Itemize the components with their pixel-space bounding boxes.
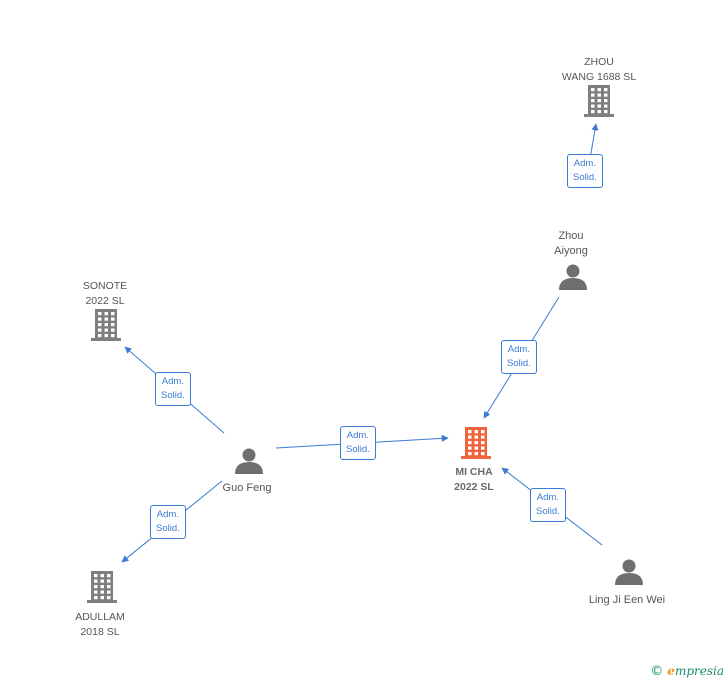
relation-line1: Adm. xyxy=(156,509,179,520)
relation-line2: Solid. xyxy=(573,172,597,183)
node-label-line1: ZHOU xyxy=(584,56,614,68)
relation-badge[interactable]: Adm. Solid. xyxy=(155,372,191,406)
relation-line2: Solid. xyxy=(346,444,370,455)
node-label-line2: WANG 1688 SL xyxy=(561,71,637,83)
relation-badge[interactable]: Adm. Solid. xyxy=(567,154,603,188)
person-icon-ling-ji[interactable] xyxy=(615,559,643,586)
building-icon-sonote[interactable] xyxy=(91,309,121,341)
person-icon-zhou-aiyong[interactable] xyxy=(559,264,587,291)
node-label-line2: 2022 SL xyxy=(454,481,494,493)
relation-line1: Adm. xyxy=(346,430,369,441)
relation-line1: Adm. xyxy=(161,376,184,387)
relation-line2: Solid. xyxy=(507,358,531,369)
relation-badge[interactable]: Adm. Solid. xyxy=(530,488,566,522)
node-label-ling-ji[interactable]: Ling Ji Een Wei xyxy=(567,593,687,608)
empresia-credit: ©empresia xyxy=(650,664,724,679)
building-icon-zhou-wang[interactable] xyxy=(584,85,614,117)
node-label-line1: Ling Ji Een Wei xyxy=(588,594,666,606)
node-label-line1: SONOTE xyxy=(82,280,128,292)
node-label-guo-feng[interactable]: Guo Feng xyxy=(207,481,287,496)
node-label-mi-cha[interactable]: MI CHA 2022 SL xyxy=(434,465,514,495)
relation-badge[interactable]: Adm. Solid. xyxy=(150,505,186,539)
brand-e: e xyxy=(667,664,675,678)
relation-line2: Solid. xyxy=(161,390,185,401)
node-label-line1: Guo Feng xyxy=(222,482,272,494)
node-label-sonote[interactable]: SONOTE 2022 SL xyxy=(65,279,145,309)
building-icon-adullam[interactable] xyxy=(87,571,117,603)
node-label-line2: Aiyong xyxy=(554,245,588,257)
node-label-line1: MI CHA xyxy=(455,466,493,478)
relation-line2: Solid. xyxy=(536,506,560,517)
relation-line1: Adm. xyxy=(573,158,596,169)
relation-line1: Adm. xyxy=(536,492,559,503)
relation-badge[interactable]: Adm. Solid. xyxy=(340,426,376,460)
relation-line2: Solid. xyxy=(156,523,180,534)
copyright-symbol: © xyxy=(650,664,664,679)
node-label-zhou-wang[interactable]: ZHOU WANG 1688 SL xyxy=(544,55,654,85)
node-label-line1: ADULLAM xyxy=(75,611,125,623)
node-label-line2: 2018 SL xyxy=(80,626,120,638)
brand-name: mpresia xyxy=(674,664,724,678)
person-icon-guo-feng[interactable] xyxy=(235,448,263,475)
building-icon-mi-cha[interactable] xyxy=(461,427,491,459)
node-label-adullam[interactable]: ADULLAM 2018 SL xyxy=(60,610,140,640)
node-label-line2: 2022 SL xyxy=(85,295,125,307)
relation-badge[interactable]: Adm. Solid. xyxy=(501,340,537,374)
node-label-line1: Zhou xyxy=(558,230,584,242)
relation-line1: Adm. xyxy=(507,344,530,355)
